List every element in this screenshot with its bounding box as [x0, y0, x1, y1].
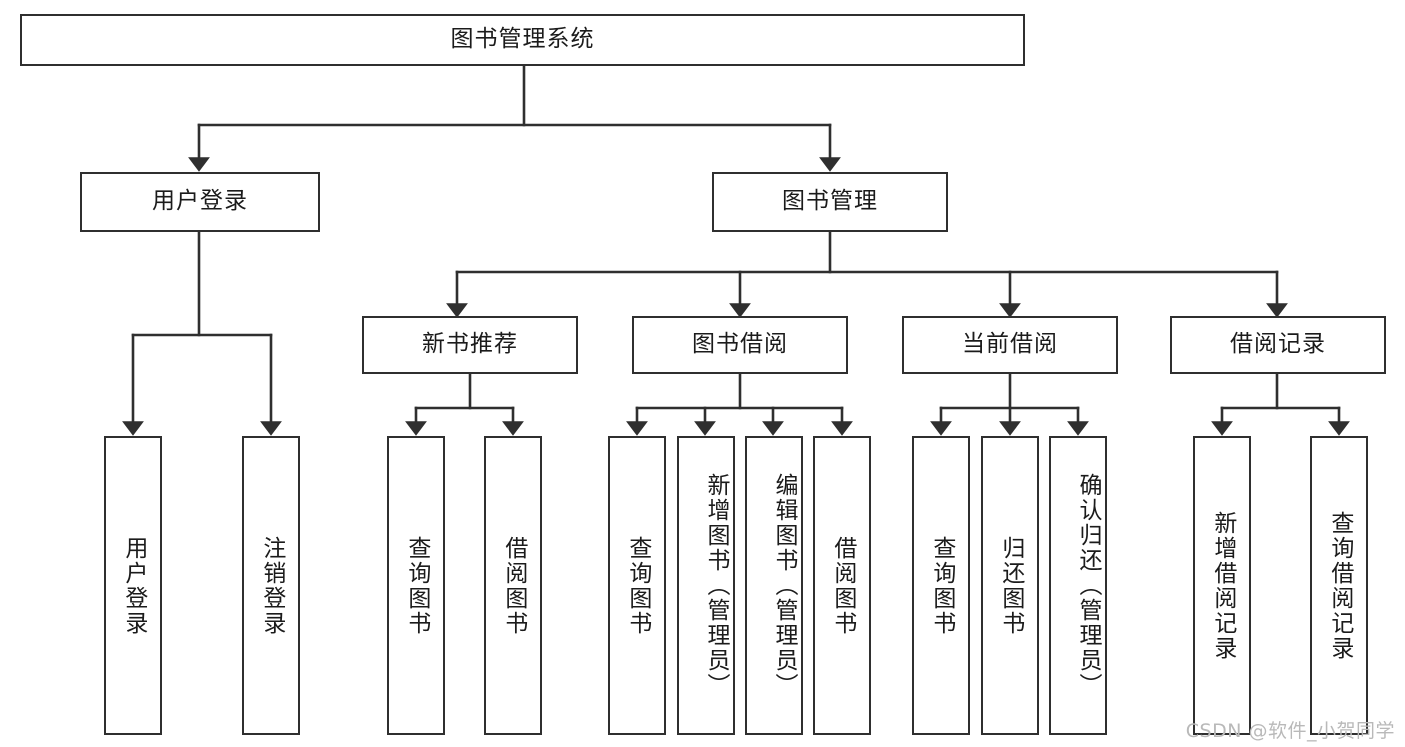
node-root[interactable]: 图书管理系统: [20, 14, 1025, 66]
node-leaf-query-book-3[interactable]: 查询图书: [912, 436, 970, 735]
node-current-borrow-label: 当前借阅: [962, 331, 1058, 358]
node-leaf-edit-book-label: 编辑图书（管理员）: [771, 473, 797, 698]
node-book-borrow[interactable]: 图书借阅: [632, 316, 848, 374]
node-book-borrow-label: 图书借阅: [692, 331, 788, 358]
watermark-text: CSDN @软件_小贺同学: [1185, 720, 1395, 742]
node-root-label: 图书管理系统: [450, 26, 595, 53]
node-leaf-return-book-label: 归还图书: [997, 535, 1024, 636]
node-leaf-logout-label: 注销登录: [258, 535, 285, 636]
node-new-book-recommend[interactable]: 新书推荐: [362, 316, 578, 374]
node-leaf-add-record[interactable]: 新增借阅记录: [1193, 436, 1251, 735]
node-leaf-logout[interactable]: 注销登录: [242, 436, 300, 735]
node-borrow-record-label: 借阅记录: [1230, 331, 1326, 358]
node-leaf-query-book-1[interactable]: 查询图书: [387, 436, 445, 735]
node-leaf-edit-book[interactable]: 编辑图书（管理员）: [745, 436, 803, 735]
node-leaf-query-book-2-label: 查询图书: [624, 535, 651, 636]
node-leaf-borrow-book-1[interactable]: 借阅图书: [484, 436, 542, 735]
node-leaf-borrow-book-2[interactable]: 借阅图书: [813, 436, 871, 735]
node-user-login[interactable]: 用户登录: [80, 172, 320, 232]
node-borrow-record[interactable]: 借阅记录: [1170, 316, 1386, 374]
node-leaf-query-record-label: 查询借阅记录: [1326, 510, 1353, 661]
node-leaf-query-book-1-label: 查询图书: [403, 535, 430, 636]
node-leaf-query-book-2[interactable]: 查询图书: [608, 436, 666, 735]
node-leaf-return-book[interactable]: 归还图书: [981, 436, 1039, 735]
node-leaf-query-book-3-label: 查询图书: [928, 535, 955, 636]
node-leaf-borrow-book-1-label: 借阅图书: [500, 535, 527, 636]
node-book-manage[interactable]: 图书管理: [712, 172, 948, 232]
node-leaf-confirm-return[interactable]: 确认归还（管理员）: [1049, 436, 1107, 735]
node-user-login-label: 用户登录: [152, 188, 248, 215]
node-new-book-recommend-label: 新书推荐: [422, 331, 518, 358]
node-current-borrow[interactable]: 当前借阅: [902, 316, 1118, 374]
node-leaf-borrow-book-2-label: 借阅图书: [829, 535, 856, 636]
node-leaf-add-record-label: 新增借阅记录: [1209, 510, 1236, 661]
node-leaf-confirm-return-label: 确认归还（管理员）: [1075, 473, 1101, 698]
node-leaf-user-login-label: 用户登录: [120, 535, 147, 636]
node-leaf-user-login[interactable]: 用户登录: [104, 436, 162, 735]
node-leaf-add-book-label: 新增图书（管理员）: [703, 473, 729, 698]
node-leaf-add-book[interactable]: 新增图书（管理员）: [677, 436, 735, 735]
node-book-manage-label: 图书管理: [782, 188, 878, 215]
node-leaf-query-record[interactable]: 查询借阅记录: [1310, 436, 1368, 735]
